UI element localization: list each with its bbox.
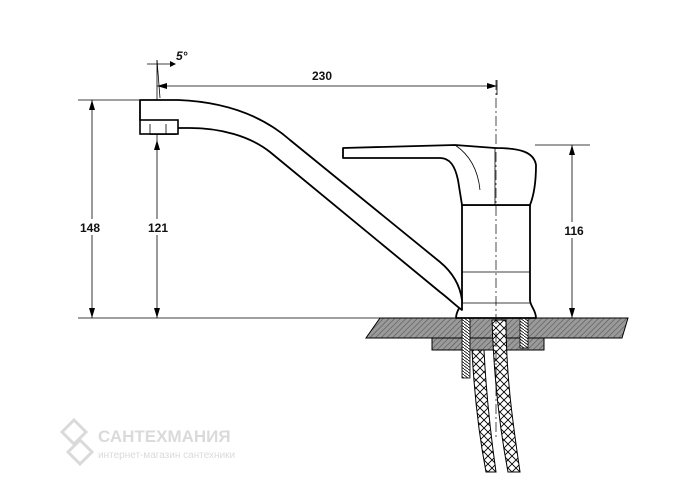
dimension-spout-reach: 230 <box>157 69 498 95</box>
dimension-outlet-height: 121 <box>143 140 173 318</box>
faucet-lever <box>342 144 537 206</box>
watermark: САНТЕХМАНИЯ интернет-магазин сантехники <box>59 417 235 467</box>
reference-lines <box>78 60 628 319</box>
dimension-label-spout-reach: 230 <box>312 69 332 83</box>
dimension-label-lever-height: 116 <box>564 224 584 238</box>
flexible-hoses <box>471 319 521 473</box>
faucet-spout <box>139 99 463 311</box>
dimension-label-spout-angle: 5° <box>176 49 188 63</box>
dimension-lever-height: 116 <box>560 145 590 318</box>
mounting-hardware <box>431 317 545 379</box>
dimension-spout-angle: 5° <box>147 49 188 99</box>
watermark-logo-icon <box>59 417 95 467</box>
watermark-brand: САНТЕХМАНИЯ <box>98 427 231 446</box>
dimension-total-height: 148 <box>76 100 104 318</box>
dimension-label-outlet-height: 121 <box>148 221 168 235</box>
watermark-tagline: интернет-магазин сантехники <box>98 450 235 461</box>
dimension-label-total-height: 148 <box>80 221 100 235</box>
